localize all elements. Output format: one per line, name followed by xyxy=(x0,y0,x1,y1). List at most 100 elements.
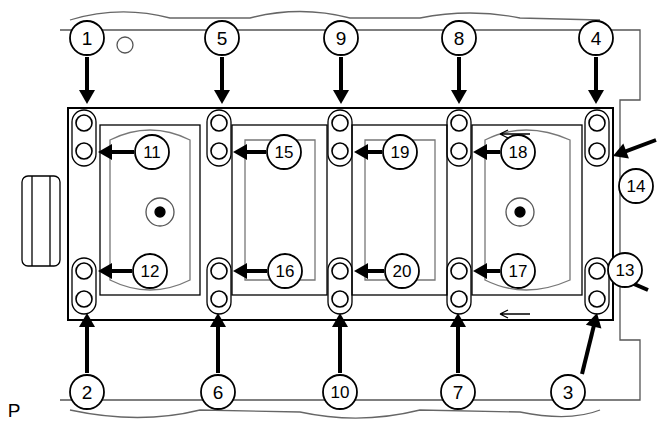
bolt-head xyxy=(451,291,467,307)
pulley-edge xyxy=(49,176,50,266)
callout-circle xyxy=(441,375,475,409)
callout-number: 15 xyxy=(275,144,294,161)
callout-circle xyxy=(551,375,585,409)
callout-circle xyxy=(619,169,653,203)
bolt-head xyxy=(76,115,92,131)
callout-number: 14 xyxy=(627,178,646,195)
callout-number: 18 xyxy=(509,144,528,161)
callout-circle xyxy=(383,135,417,169)
ladder-frame xyxy=(68,108,613,320)
leader-line xyxy=(338,323,342,373)
bolt-head xyxy=(332,291,348,307)
bolt-head xyxy=(76,291,92,307)
leader-line xyxy=(220,57,224,94)
bolt-head xyxy=(589,143,605,159)
callout-number: 9 xyxy=(336,29,347,48)
pulley-edge xyxy=(31,176,32,266)
callout-number: 5 xyxy=(217,29,228,48)
arrowhead xyxy=(332,313,348,327)
bearing-cap xyxy=(232,125,327,295)
arrowhead xyxy=(98,263,112,279)
bolt-head xyxy=(451,143,467,159)
callout-number: 17 xyxy=(509,263,528,280)
oil-hole-center xyxy=(515,207,525,217)
arrowhead xyxy=(233,263,247,279)
arrowhead xyxy=(79,90,95,104)
callout-number: 16 xyxy=(276,263,295,280)
callout-circle xyxy=(205,21,239,55)
leader-line xyxy=(456,323,460,373)
callout-circle xyxy=(324,21,358,55)
callout-number: 6 xyxy=(213,383,224,402)
leader-line xyxy=(339,57,343,94)
arrowhead xyxy=(98,144,112,160)
arrowhead xyxy=(586,313,602,329)
callout-circles xyxy=(70,21,653,409)
oil-hole xyxy=(146,198,174,226)
arrowhead xyxy=(333,90,349,104)
arrowhead xyxy=(210,313,226,327)
arrowhead xyxy=(233,144,247,160)
callout-number: 19 xyxy=(391,144,410,161)
bolt-bosses xyxy=(72,110,609,314)
leader-line xyxy=(622,140,656,153)
callout-circle xyxy=(70,375,104,409)
callout-circle xyxy=(135,135,169,169)
bolt-head xyxy=(211,263,227,279)
callout-number: 13 xyxy=(616,262,635,279)
callout-circle xyxy=(70,21,104,55)
callout-number: 7 xyxy=(453,383,464,402)
leader-arrows xyxy=(79,57,656,374)
arrowhead xyxy=(354,263,368,279)
callout-circle xyxy=(501,135,535,169)
arrowhead xyxy=(613,144,629,159)
bolts xyxy=(76,115,605,307)
bolt-head xyxy=(589,291,605,307)
bolt-head xyxy=(589,263,605,279)
bolt-head xyxy=(451,263,467,279)
callout-number: 2 xyxy=(82,383,93,402)
leader-line xyxy=(457,57,461,94)
leader-line xyxy=(85,323,89,373)
callout-circle xyxy=(267,135,301,169)
block-hole xyxy=(117,37,133,53)
bearing-cap xyxy=(472,125,582,295)
callout-number: 4 xyxy=(591,29,602,48)
callout-circle xyxy=(608,253,642,287)
callout-circle xyxy=(133,254,167,288)
bolt-head xyxy=(76,263,92,279)
callout-circle xyxy=(201,375,235,409)
bolt-head xyxy=(211,143,227,159)
callout-circle xyxy=(323,375,357,409)
leader-line xyxy=(582,323,595,374)
callout-number: 3 xyxy=(563,383,574,402)
oil-hole-center xyxy=(155,207,165,217)
bolt-head xyxy=(451,115,467,131)
callout-circle xyxy=(268,254,302,288)
arrowhead xyxy=(473,263,487,279)
leader-line xyxy=(216,323,220,373)
callout-number: 20 xyxy=(393,263,412,280)
bolt-head xyxy=(76,143,92,159)
callout-number: 8 xyxy=(454,29,465,48)
bolt-head xyxy=(211,115,227,131)
callout-number: 10 xyxy=(331,384,350,401)
front-arrow xyxy=(500,310,530,318)
engine-block xyxy=(22,12,640,419)
leader-line xyxy=(594,57,598,94)
callout-circle xyxy=(385,254,419,288)
block-outline xyxy=(60,30,640,400)
bolt-head xyxy=(589,115,605,131)
pulley xyxy=(22,176,60,266)
arrowhead xyxy=(214,90,230,104)
arrowhead xyxy=(450,313,466,327)
callout-number: 1 xyxy=(82,29,93,48)
arrowhead xyxy=(354,144,368,160)
arrowhead xyxy=(473,144,487,160)
leader-line xyxy=(85,57,89,94)
callout-circle xyxy=(579,21,613,55)
bearing-cap xyxy=(352,125,447,295)
bearing-cap xyxy=(100,125,200,295)
